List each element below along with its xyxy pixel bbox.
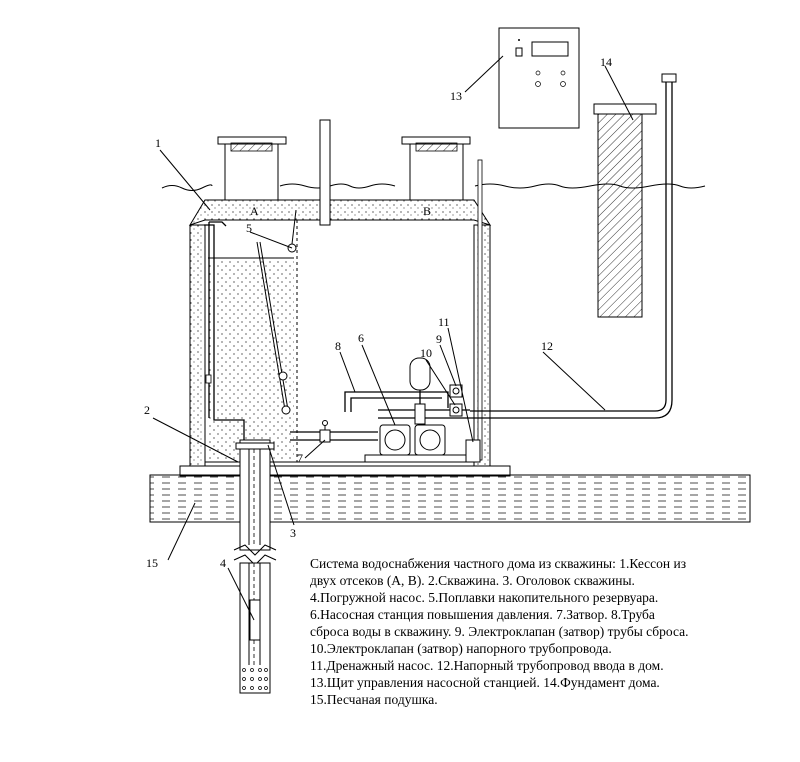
ground-line (161, 183, 706, 191)
label-11: 11 (438, 315, 450, 329)
house-foundation (593, 103, 657, 318)
label-1: 1 (155, 136, 161, 150)
caption-line-7: 11.Дренажный насос. 12.Напорный трубопро… (310, 658, 664, 673)
label-5: 5 (246, 221, 252, 235)
leader-lines (152, 55, 634, 621)
label-2: 2 (144, 403, 150, 417)
caption-line-9: 15.Песчаная подушка. (310, 692, 438, 707)
reservoir (208, 257, 294, 460)
compartment-a-label: A (250, 204, 259, 218)
pressure-pipeline (470, 73, 677, 419)
label-15: 15 (146, 556, 158, 570)
label-10: 10 (420, 346, 432, 360)
compartment-b-label: B (423, 204, 431, 218)
caption-line-1: Система водоснабжения частного дома из с… (310, 556, 686, 571)
caption-line-8: 13.Щит управления насосной станцией. 14.… (310, 675, 660, 690)
discharge-pipe (290, 391, 449, 443)
caption-line-6: 10.Электроклапан (затвор) напорного труб… (310, 641, 612, 656)
inlet-pipe (204, 221, 245, 440)
label-3: 3 (290, 526, 296, 540)
label-14: 14 (600, 55, 612, 69)
caption: Система водоснабжения частного дома из с… (310, 556, 689, 707)
label-4: 4 (220, 556, 226, 570)
label-6: 6 (358, 331, 364, 345)
label-13: 13 (450, 89, 462, 103)
drain-riser (477, 159, 483, 461)
label-7: 7 (297, 451, 303, 465)
borehole (233, 439, 277, 694)
label-9: 9 (436, 332, 442, 346)
caption-line-4: 6.Насосная станция повышения давления. 7… (310, 607, 655, 622)
label-8: 8 (335, 339, 341, 353)
label-12: 12 (541, 339, 553, 353)
caption-line-3: 4.Погружной насос. 5.Поплавки накопитель… (310, 590, 658, 605)
control-panel (498, 27, 580, 129)
pressure-station (364, 357, 471, 463)
vent-pipe (319, 119, 331, 226)
caption-line-5: сброса воды в скважину. 9. Электроклапан… (310, 624, 689, 639)
drainage-pump (465, 439, 481, 463)
caption-line-2: двух отсеков (А, В). 2.Скважина. 3. Огол… (310, 573, 635, 588)
